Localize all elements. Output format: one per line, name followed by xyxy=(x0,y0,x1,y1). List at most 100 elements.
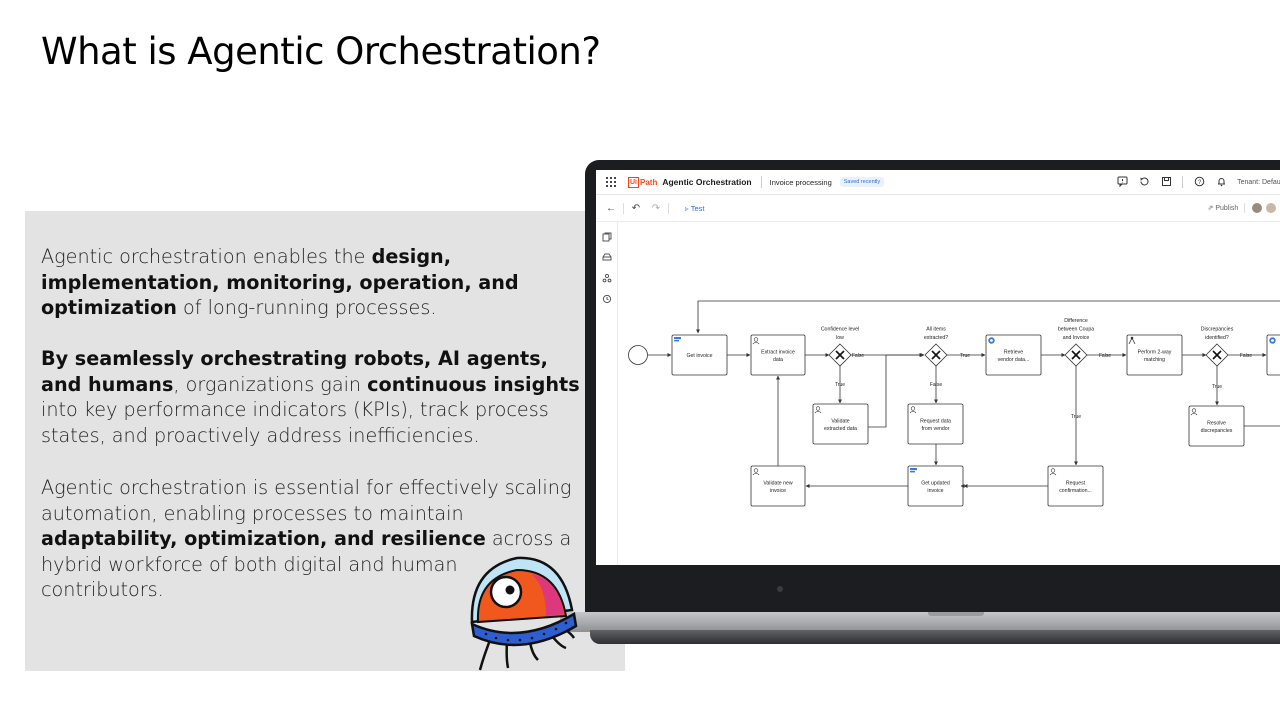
task-request-data-from-vendor xyxy=(907,403,964,445)
gateway-x-icon xyxy=(931,350,941,360)
paragraph-3: Agentic orchestration is essential for e… xyxy=(41,475,586,603)
comment-icon[interactable] xyxy=(1116,176,1128,188)
gateway-x-icon xyxy=(835,350,845,360)
header-actions: ? Tenant: Default ⌄ xyxy=(1116,176,1280,188)
toolbar-divider xyxy=(668,203,669,214)
flow-label-false: False xyxy=(1240,353,1252,359)
paragraph-text: across a hybrid workforce of both digita… xyxy=(41,527,572,601)
publish-button[interactable]: ⇗ Publish xyxy=(1208,204,1239,212)
app-launcher-icon[interactable] xyxy=(606,177,616,187)
task-label: extracted data xyxy=(824,426,857,432)
bell-icon[interactable] xyxy=(1215,176,1227,188)
user-task-icon xyxy=(909,410,917,414)
play-icon: ▹ xyxy=(685,204,691,213)
save-icon[interactable] xyxy=(1160,176,1172,188)
laptop-base xyxy=(560,612,1280,632)
toolbar-divider xyxy=(1244,203,1246,213)
user-task-icon xyxy=(814,410,822,414)
paragraph-1: Agentic orchestration enables the design… xyxy=(41,244,586,321)
user-task-icon xyxy=(910,406,916,411)
task-label: Validate new xyxy=(763,480,793,486)
gateway-label: Confidence level xyxy=(821,327,859,333)
gateway-label: low xyxy=(836,335,844,341)
task-label: invoice xyxy=(927,488,943,494)
flow-label-true: True xyxy=(960,353,970,359)
redo-icon[interactable]: ↷ xyxy=(651,202,661,214)
header-icons-divider xyxy=(1182,176,1184,188)
publish-icon: ⇗ xyxy=(1207,205,1216,212)
user-task-icon xyxy=(753,337,759,342)
task-label: data xyxy=(773,357,783,363)
gateway-label: Difference xyxy=(1064,318,1088,324)
app-header: Ui Path Agentic Orchestration Invoice pr… xyxy=(596,170,1280,195)
robot-task-icon xyxy=(1130,336,1134,340)
task-label: Validate xyxy=(831,418,849,424)
gateway-x-icon xyxy=(1212,350,1222,360)
task-label: invoice xyxy=(770,488,786,494)
flow-label-false: False xyxy=(1099,353,1111,359)
loop-back-flow xyxy=(696,300,1280,334)
back-arrow-icon[interactable]: ← xyxy=(606,202,616,214)
paragraph-text: , organizations gain xyxy=(173,372,368,396)
gateway-label: All items xyxy=(926,327,946,333)
test-button-label: Test xyxy=(690,204,705,213)
task-label: Get invoice xyxy=(687,353,713,359)
user-task-icon xyxy=(815,406,821,411)
paragraph-text: Agentic orchestration enables the xyxy=(41,245,372,268)
service-task-icon xyxy=(674,340,679,342)
document-name[interactable]: Invoice processing xyxy=(769,177,832,187)
run-history-icon[interactable] xyxy=(601,294,613,306)
user-task-icon xyxy=(1191,408,1197,413)
task-label: discrepancies xyxy=(1201,428,1233,434)
history-icon[interactable] xyxy=(1138,176,1150,188)
avatar[interactable] xyxy=(1265,202,1278,214)
task-label: Retrieve xyxy=(1004,349,1023,355)
slide-title: What is Agentic Orchestration? xyxy=(41,30,601,73)
emphasis-text: continuous insights xyxy=(367,372,580,396)
gateway-label: identified? xyxy=(1205,335,1229,341)
service-task-icon xyxy=(910,468,917,471)
task-label: from vendor xyxy=(922,426,950,432)
user-task-icon xyxy=(752,341,760,345)
agent-task-icon xyxy=(1271,339,1274,342)
service-task-icon xyxy=(674,337,681,340)
agent-task-icon xyxy=(990,339,993,342)
bpmn-diagram: Get invoice Extract invoice data Confidence… xyxy=(628,300,1280,507)
task-label: confirmation... xyxy=(1059,488,1092,494)
publish-label: Publish xyxy=(1215,205,1239,212)
task-label: Request xyxy=(1066,480,1086,486)
task-cut-off-task xyxy=(1266,334,1280,376)
files-icon[interactable] xyxy=(601,232,613,244)
agents-icon[interactable] xyxy=(601,273,613,285)
task-label: vendor data... xyxy=(998,357,1030,363)
task-label: Resolve xyxy=(1207,420,1226,426)
test-button[interactable]: ▹ Test xyxy=(685,204,704,213)
laptop-base-underside xyxy=(590,630,1280,644)
emphasis-text: design, implementation, monitoring, oper… xyxy=(41,245,519,319)
logo-ui-mark: Ui xyxy=(628,176,639,188)
emphasis-text: adaptability, optimization, and resilien… xyxy=(41,527,486,550)
paragraph-2: By seamlessly orchestrating robots, AI a… xyxy=(41,346,586,448)
flow-label-true: True xyxy=(1212,384,1222,390)
robot-mascot-illustration xyxy=(470,556,578,671)
service-task-icon xyxy=(910,471,915,473)
sequence-flow xyxy=(868,353,924,428)
toolbar-divider xyxy=(623,203,624,214)
paragraph-text: of long-running processes. xyxy=(176,296,437,319)
flow-label-true: True xyxy=(1071,414,1081,420)
process-canvas[interactable]: Get invoice Extract invoice data Confidence… xyxy=(618,222,1280,565)
undo-icon[interactable]: ↶ xyxy=(631,202,641,214)
task-label: matching xyxy=(1144,357,1165,363)
flow-label-false: False xyxy=(930,382,942,388)
toolbar-right-actions: ⇗ Publish < Sl xyxy=(1208,202,1280,214)
tenant-selector[interactable]: Tenant: Default ⌄ xyxy=(1237,179,1280,186)
uipath-logo[interactable]: Ui Path xyxy=(628,176,657,188)
user-task-icon xyxy=(1190,412,1198,416)
box-icon[interactable] xyxy=(601,252,613,264)
user-task-icon xyxy=(753,468,759,473)
task-label: Extract invoice xyxy=(761,349,795,355)
flow-label-true: True xyxy=(835,382,845,388)
help-icon[interactable]: ? xyxy=(1193,176,1205,188)
svg-text:?: ? xyxy=(1197,180,1201,186)
avatar[interactable] xyxy=(1251,202,1264,214)
